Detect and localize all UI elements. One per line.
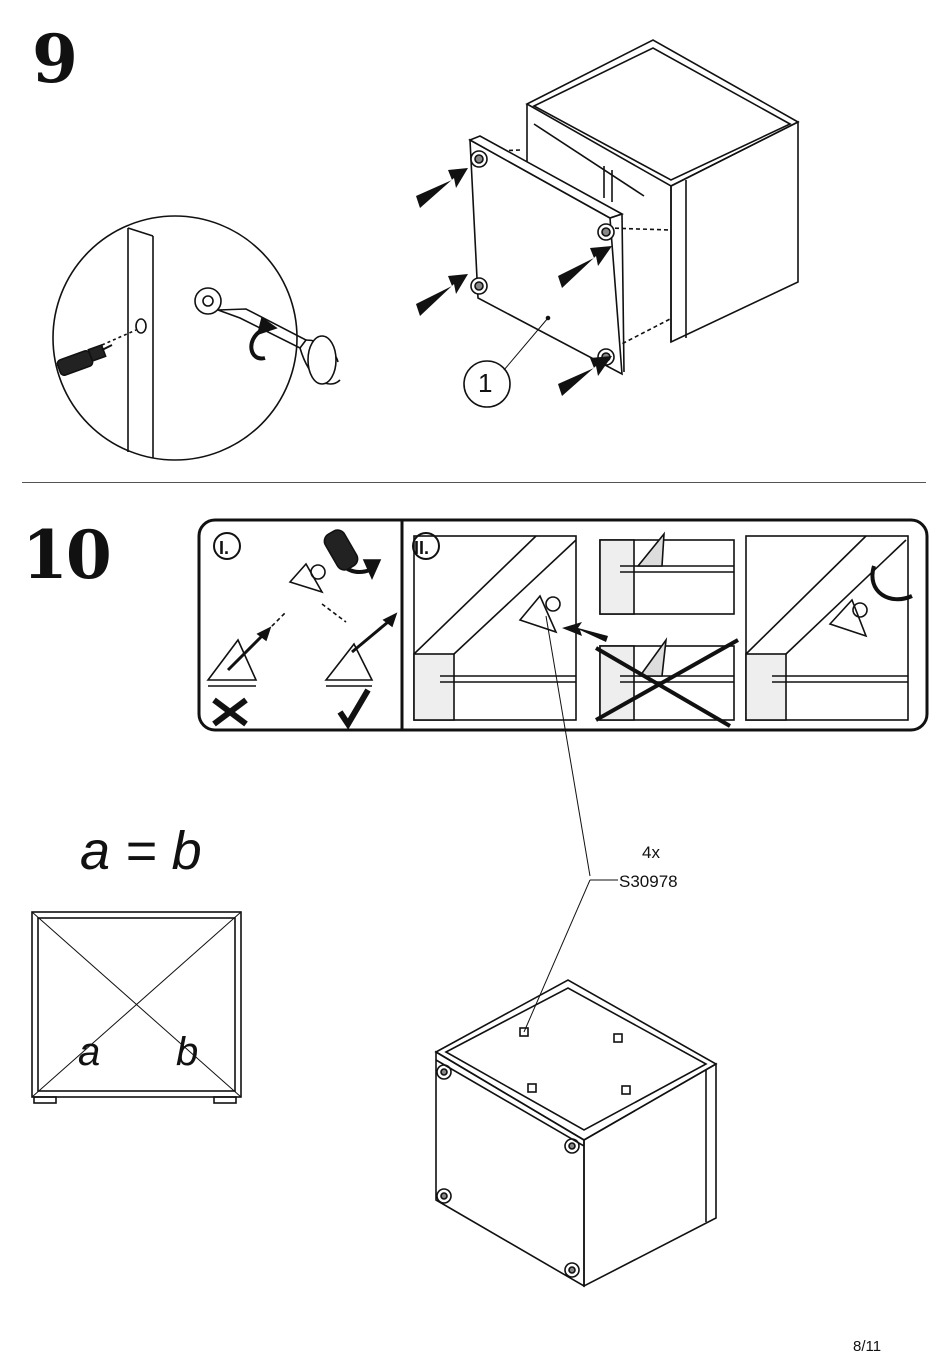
diagonal-label-a: a (78, 1030, 100, 1075)
cabinet-assembly-step10 (436, 980, 716, 1286)
cabinet-assembly-step9 (464, 40, 798, 407)
rotate-arrow-icon (251, 318, 276, 358)
hardware-part-number: S30978 (619, 872, 678, 892)
screw-detail-circle (53, 216, 297, 460)
diagonal-label-b: b (176, 1030, 198, 1075)
page-number: 8/11 (853, 1338, 881, 1355)
diagonal-formula: a = b (80, 820, 202, 882)
screwdriver-icon (56, 345, 112, 376)
bracket-placement-detail (600, 534, 734, 720)
check-mark-icon (340, 690, 368, 724)
bracket-placement-correct (414, 536, 576, 720)
step-number-10: 10 (22, 522, 110, 588)
diagonal-square-diagram (32, 912, 241, 1103)
step-number-9: 9 (32, 26, 78, 92)
section-divider (22, 482, 926, 483)
cross-mark-icon (214, 700, 246, 724)
bracket-icon (208, 564, 372, 686)
bracket-placement-final (746, 536, 912, 720)
panel-label-i: I. (219, 538, 229, 559)
direction-arrows (262, 604, 346, 636)
rotate-arrow-icon (321, 527, 380, 578)
panel-label-ii: II. (414, 538, 429, 559)
push-arrow-icon (562, 622, 608, 642)
cam-bolt-icon (195, 288, 340, 384)
part-callout-1: 1 (478, 368, 492, 399)
hardware-quantity: 4x (642, 843, 660, 863)
screw-icon (228, 565, 396, 670)
